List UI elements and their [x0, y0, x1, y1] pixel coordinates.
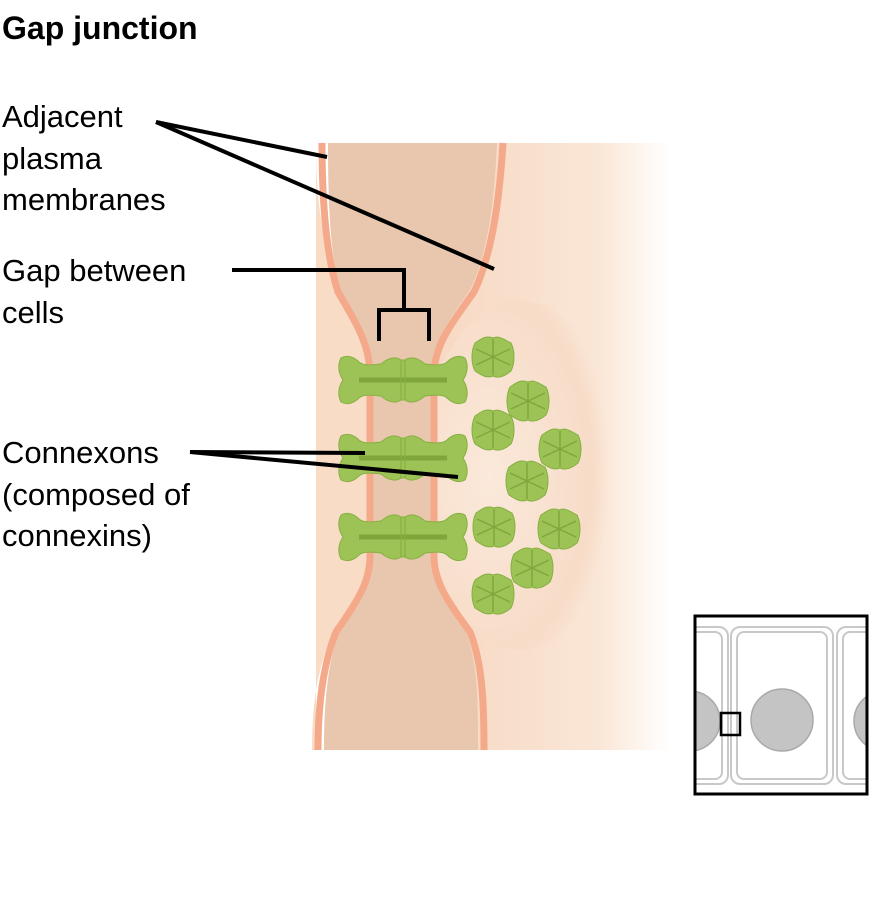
connexon-top-8 — [510, 547, 554, 589]
label-line: cells — [2, 294, 65, 330]
inset-frame — [693, 614, 869, 796]
gap-bracket — [232, 268, 431, 341]
connexon-top-7 — [537, 508, 581, 550]
connexon-side-1 — [339, 356, 467, 403]
label-line: plasma — [2, 140, 102, 176]
label-line: Connexons — [2, 435, 159, 470]
connexon-top-2 — [506, 380, 550, 422]
connexon-top-1 — [471, 336, 515, 378]
leader-line-connexon-side — [189, 450, 366, 455]
connexon-top-5 — [505, 460, 549, 502]
label-gap-between-cells: Gap between cells — [2, 250, 186, 333]
connexon-top-3 — [471, 409, 515, 451]
connexon-top-9 — [471, 573, 515, 615]
label-line: (composed of — [2, 476, 190, 512]
label-line: Adjacent — [2, 99, 123, 134]
inset-nucleus-center — [750, 688, 814, 752]
inset-highlight-box — [719, 711, 742, 737]
label-adjacent-plasma-membranes: Adjacent plasma membranes — [2, 96, 166, 221]
figure-title: Gap junction — [2, 10, 198, 46]
inset-nucleus-right — [853, 695, 867, 747]
location-inset — [693, 614, 869, 796]
leader-line-connexon-plaque — [189, 450, 459, 479]
label-line: Gap between — [2, 253, 187, 288]
label-line: membranes — [2, 182, 166, 217]
connexon-top-4 — [538, 428, 582, 470]
leader-line-membrane-right — [155, 120, 495, 271]
label-line: connexins) — [2, 518, 152, 553]
leader-line-membrane-left — [155, 120, 328, 159]
label-connexons: Connexons (composed of connexins) — [2, 432, 190, 557]
connexon-top-6 — [472, 506, 516, 548]
connexon-side-3 — [339, 513, 467, 560]
